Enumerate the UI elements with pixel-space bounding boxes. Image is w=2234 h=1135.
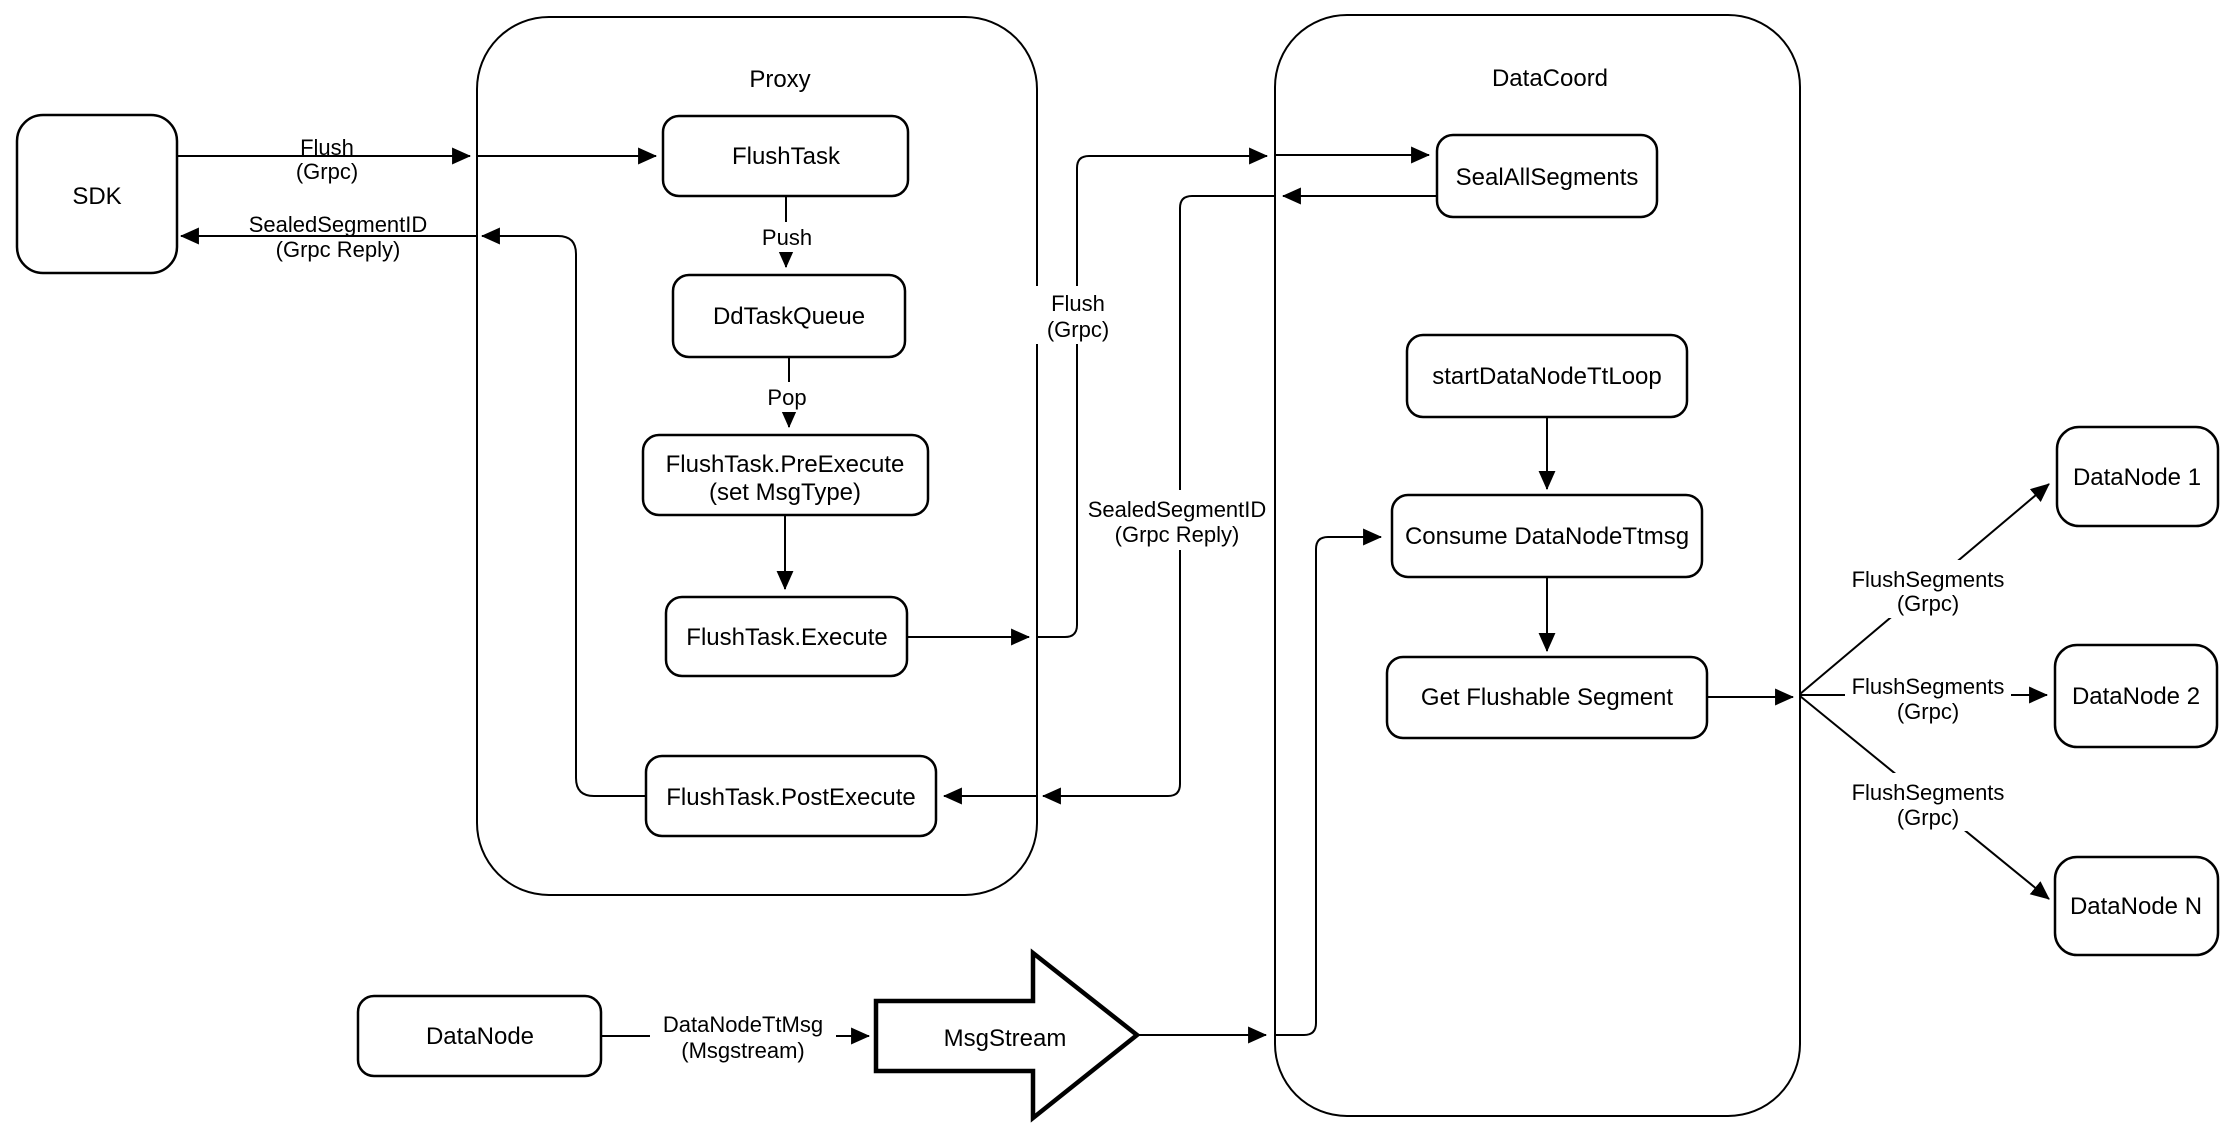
node-postexecute <box>644 754 938 838</box>
label-flushsegments-3-line1: FlushSegments <box>1852 780 2005 805</box>
label-sealedsegmentid-sdk-line1: SealedSegmentID <box>249 212 428 237</box>
label-sealedsegmentid-channel-line1: SealedSegmentID <box>1088 497 1267 522</box>
datacoord-container-title: DataCoord <box>1492 65 1608 92</box>
label-flushsegments-3-bg <box>1845 773 2011 831</box>
node-sealallsegments-label: SealAllSegments <box>1456 164 1639 191</box>
node-datanoden <box>2053 855 2220 957</box>
node-datanode-bottom <box>356 994 603 1078</box>
proxy-container <box>476 16 1038 896</box>
node-sdk <box>15 113 179 275</box>
label-flush-grpc-sdk-line1: Flush <box>300 135 354 160</box>
node-getflushablesegment <box>1385 655 1709 740</box>
label-datanodettmsg-bg <box>650 1006 836 1064</box>
label-datanodettmsg-line2: (Msgstream) <box>681 1038 804 1063</box>
label-push-bg <box>758 222 816 252</box>
node-execute <box>664 595 909 678</box>
node-datanode2 <box>2053 643 2219 749</box>
label-pop-bg <box>763 382 811 412</box>
label-flush-grpc-sdk: Flush (Grpc) <box>296 135 358 184</box>
label-sealedsegmentid-channel-bg <box>1078 490 1272 550</box>
node-sealallsegments <box>1435 133 1659 219</box>
label-sealedsegmentid-sdk-line2: (Grpc Reply) <box>276 237 401 262</box>
node-consumedatanodettmsg <box>1390 493 1704 579</box>
node-getflushablesegment-label: Get Flushable Segment <box>1421 684 1673 711</box>
node-ddtaskqueue-label: DdTaskQueue <box>713 303 865 330</box>
label-flushsegments-2-line2: (Grpc) <box>1897 699 1959 724</box>
node-consumedatanodettmsg-label: Consume DataNodeTtmsg <box>1405 523 1689 550</box>
node-datanode2-label: DataNode 2 <box>2072 683 2200 710</box>
datacoord-container <box>1274 14 1801 1117</box>
label-flushsegments-1: FlushSegments (Grpc) <box>1845 560 2011 618</box>
node-datanoden-label: DataNode N <box>2070 893 2202 920</box>
node-datanode1-label: DataNode 1 <box>2073 464 2201 491</box>
label-flush-grpc-sdk-line2: (Grpc) <box>296 159 358 184</box>
label-flushsegments-2-line1: FlushSegments <box>1852 674 2005 699</box>
node-preexecute <box>641 433 930 517</box>
edge-datacoord-edge-to-consume <box>1275 528 1383 1036</box>
node-datanode1 <box>2055 425 2220 528</box>
label-push-text: Push <box>762 225 812 250</box>
node-startdatanodettloop-label: startDataNodeTtLoop <box>1432 363 1661 390</box>
label-datanodettmsg-line1: DataNodeTtMsg <box>663 1012 823 1037</box>
label-flushsegments-3: FlushSegments (Grpc) <box>1845 773 2011 831</box>
node-ddtaskqueue <box>671 273 907 359</box>
label-push: Push <box>758 222 816 252</box>
node-flushtask-label: FlushTask <box>732 143 841 170</box>
label-flushsegments-2-bg <box>1845 666 2011 724</box>
node-postexecute-label: FlushTask.PostExecute <box>666 784 915 811</box>
edge-proxy-edge-to-datacoord-edge <box>1037 147 1269 638</box>
label-sealedsegmentid-sdk: SealedSegmentID (Grpc Reply) <box>249 212 428 262</box>
node-startdatanodettloop <box>1405 333 1689 419</box>
proxy-container-title: Proxy <box>749 66 810 93</box>
label-sealedsegmentid-channel-line2: (Grpc Reply) <box>1115 522 1240 547</box>
node-preexecute-label: FlushTask.PreExecute <box>666 451 905 478</box>
label-flush-grpc-channel-line1: Flush <box>1051 291 1105 316</box>
label-flush-grpc-channel-bg <box>1036 286 1120 344</box>
label-flushsegments-1-line1: FlushSegments <box>1852 567 2005 592</box>
label-flushsegments-1-bg <box>1845 560 2011 618</box>
node-datanode-bottom-label: DataNode <box>426 1023 534 1050</box>
label-pop: Pop <box>763 382 811 412</box>
label-flush-grpc-channel-line2: (Grpc) <box>1047 317 1109 342</box>
edge-postexecute-to-proxy-edge <box>480 227 646 797</box>
node-execute-label: FlushTask.Execute <box>686 624 887 651</box>
label-flushsegments-3-line2: (Grpc) <box>1897 805 1959 830</box>
msgstream-arrow-shape <box>873 948 1141 1123</box>
label-flushsegments-2: FlushSegments (Grpc) <box>1845 666 2011 724</box>
label-sealedsegmentid-channel: SealedSegmentID (Grpc Reply) <box>1078 490 1272 550</box>
label-datanodettmsg: DataNodeTtMsg (Msgstream) <box>650 1006 836 1064</box>
msgstream-label: MsgStream <box>944 1025 1067 1052</box>
node-sdk-label: SDK <box>72 183 121 210</box>
label-flushsegments-1-line2: (Grpc) <box>1897 591 1959 616</box>
label-pop-text: Pop <box>767 385 806 410</box>
node-flushtask <box>661 114 910 198</box>
node-preexecute-sublabel: (set MsgType) <box>709 479 861 506</box>
label-flush-grpc-channel: Flush (Grpc) <box>1036 286 1120 344</box>
